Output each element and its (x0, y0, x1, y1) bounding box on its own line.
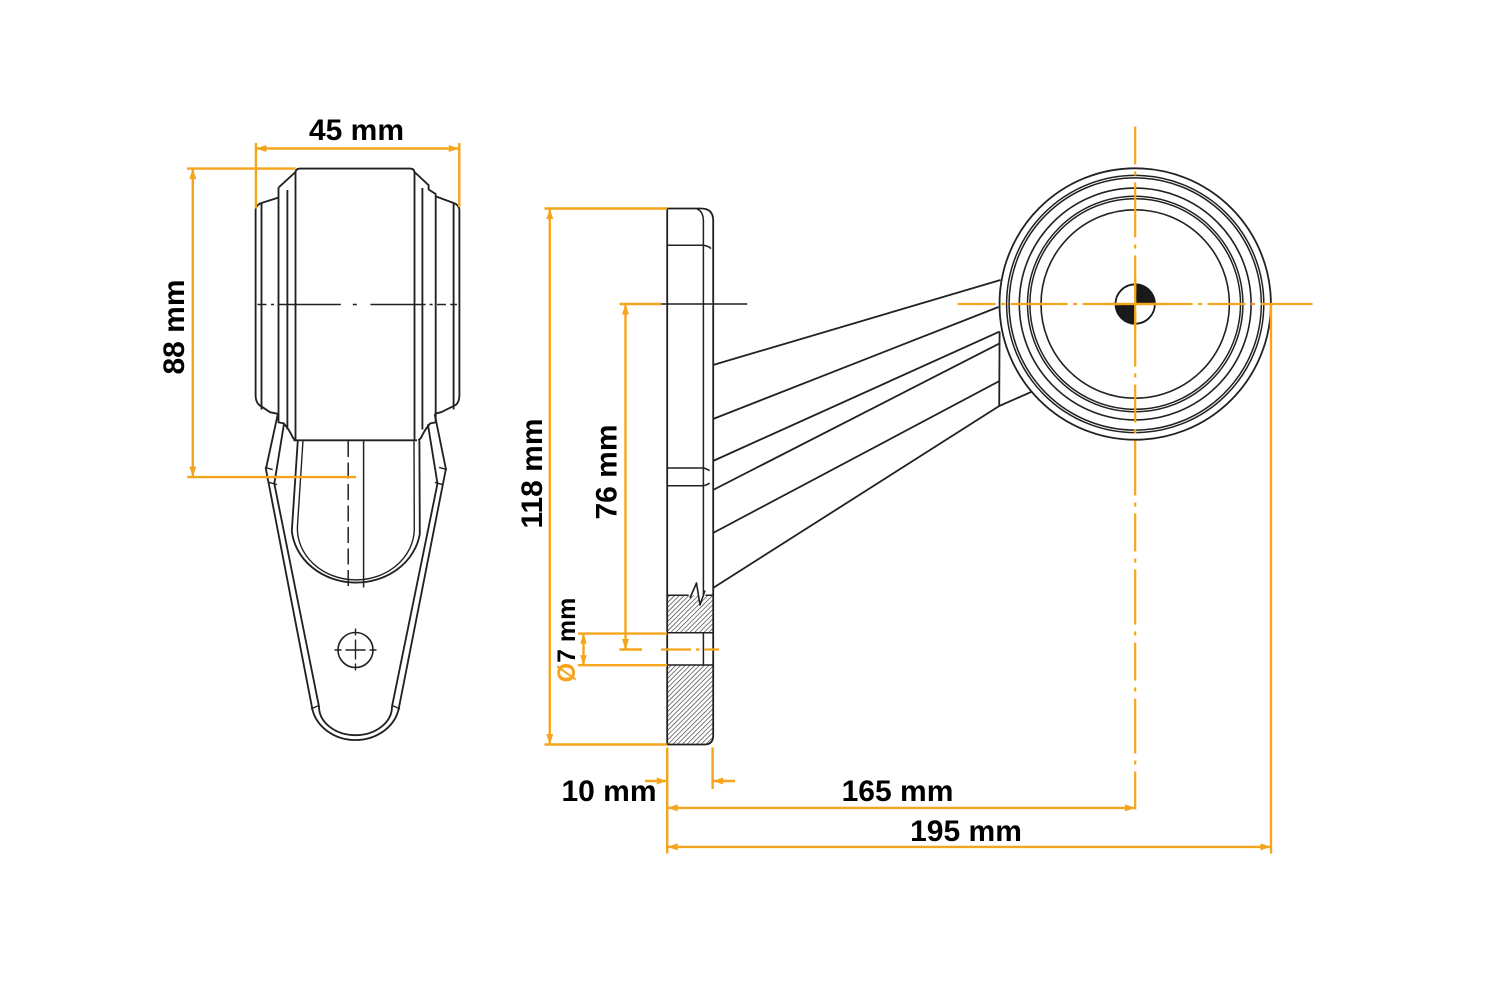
svg-text:118 mm: 118 mm (516, 418, 549, 528)
svg-text:Ø7 mm: Ø7 mm (553, 598, 581, 683)
svg-text:10 mm: 10 mm (561, 775, 656, 808)
svg-text:76 mm: 76 mm (591, 424, 624, 519)
svg-text:45 mm: 45 mm (309, 114, 404, 147)
svg-text:165 mm: 165 mm (842, 775, 954, 808)
svg-text:88 mm: 88 mm (158, 279, 191, 374)
svg-text:195 mm: 195 mm (910, 815, 1022, 848)
